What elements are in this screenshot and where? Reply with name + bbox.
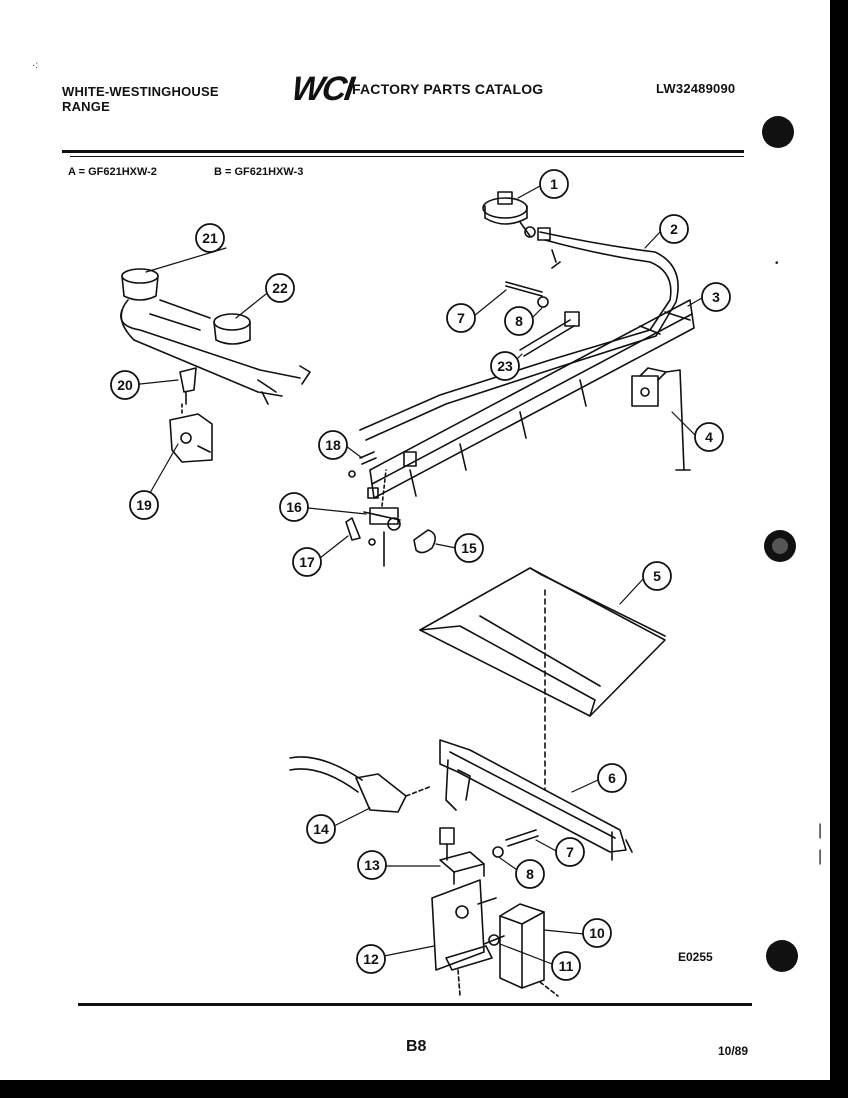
callout-10: 10 [582, 918, 612, 948]
part-baffle-drawing [419, 567, 666, 791]
callout-11: 11 [551, 951, 581, 981]
callout-label: 16 [286, 499, 302, 515]
callout-label: 5 [653, 568, 661, 584]
model-b-label: B = GF621HXW-3 [214, 166, 304, 178]
callout-1: 1 [539, 169, 569, 199]
callout-label: 22 [272, 280, 288, 296]
header-rule [62, 150, 744, 153]
callout-label: 18 [325, 437, 341, 453]
part-screw-drawing [483, 934, 559, 997]
brand-line-1: WHITE-WESTINGHOUSE [62, 84, 219, 99]
scan-speck: ·: [32, 60, 39, 71]
part-front-rail-drawing [369, 299, 695, 499]
callout-7-top: 7 [446, 303, 476, 333]
callout-13: 13 [357, 850, 387, 880]
part-lower-rail-drawing [439, 739, 633, 861]
leader-lines [139, 185, 703, 965]
callout-21: 21 [195, 223, 225, 253]
callout-label: 12 [363, 951, 379, 967]
part-valve-fittings-drawing [345, 451, 436, 567]
catalog-number: LW32489090 [656, 81, 736, 96]
part-clip-drawing [179, 367, 197, 405]
part-burner-assembly-drawing [120, 299, 311, 405]
callout-label: 7 [457, 310, 465, 326]
binder-hole-icon [766, 940, 798, 972]
part-electrode-lower-drawing [492, 829, 539, 858]
callout-19: 19 [129, 490, 159, 520]
part-burner-cap-drawing [121, 268, 159, 301]
callout-17: 17 [292, 547, 322, 577]
binder-hole-icon [764, 530, 796, 562]
part-cover-box-drawing [499, 903, 545, 989]
callout-label: 15 [461, 540, 477, 556]
callout-18: 18 [318, 430, 348, 460]
callout-12: 12 [356, 944, 386, 974]
callout-3: 3 [701, 282, 731, 312]
callout-label: 3 [712, 289, 720, 305]
catalog-title: FACTORY PARTS CATALOG [352, 81, 544, 97]
header-rule-thin [70, 156, 744, 157]
callout-label: 4 [705, 429, 713, 445]
model-a-label: A = GF621HXW-2 [68, 166, 157, 178]
callouts: 1 2 3 4 5 6 7 7 8 8 10 11 12 13 14 15 16… [110, 169, 731, 981]
callout-20: 20 [110, 370, 140, 400]
part-electrode-holder-drawing [439, 827, 485, 885]
callout-label: 19 [136, 497, 152, 513]
callout-label: 14 [313, 821, 329, 837]
scan-edge-bottom [0, 1080, 848, 1098]
callout-label: 21 [202, 230, 218, 246]
callout-label: 6 [608, 770, 616, 786]
callout-label: 1 [550, 176, 558, 192]
part-orifice-tube-drawing [519, 319, 575, 357]
part-igniter-drawing [289, 756, 433, 813]
binder-hole-icon [762, 116, 794, 148]
callout-23: 23 [490, 351, 520, 381]
callout-label: 2 [670, 221, 678, 237]
callout-15: 15 [454, 533, 484, 563]
part-ignition-switch-drawing [631, 367, 691, 471]
brand-heading: WHITE-WESTINGHOUSE RANGE [62, 84, 219, 114]
part-electrode-top-drawing [505, 281, 580, 327]
callout-label: 13 [364, 857, 380, 873]
page-number: B8 [406, 1038, 427, 1055]
part-manifold-pipe-drawing [359, 227, 679, 441]
callout-label: 8 [515, 313, 523, 329]
callout-label: 20 [117, 377, 133, 393]
brand-line-2: RANGE [62, 99, 110, 114]
callout-label: 23 [497, 358, 513, 374]
catalog-date: 10/89 [718, 1044, 749, 1058]
callout-4: 4 [694, 422, 724, 452]
diagram-code: E0255 [678, 950, 713, 964]
callout-6: 6 [597, 763, 627, 793]
edge-mark: | [818, 822, 823, 839]
callout-8-lower: 8 [515, 859, 545, 889]
callout-label: 11 [559, 958, 574, 974]
callout-7-lower: 7 [555, 837, 585, 867]
part-valve-drawing [482, 191, 536, 238]
scan-speck: • [775, 258, 779, 269]
callout-22: 22 [265, 273, 295, 303]
callout-2: 2 [659, 214, 689, 244]
callout-label: 17 [299, 554, 315, 570]
part-bracket-drawing [169, 403, 213, 463]
callout-label: 7 [566, 844, 574, 860]
part-mounting-plate-drawing [431, 879, 497, 997]
callout-label: 8 [526, 866, 534, 882]
callout-8-top: 8 [504, 306, 534, 336]
callout-14: 14 [306, 814, 336, 844]
callout-5: 5 [642, 561, 672, 591]
callout-label: 10 [589, 925, 605, 941]
edge-mark: | [818, 848, 823, 865]
callout-16: 16 [279, 492, 309, 522]
footer-rule [78, 1003, 752, 1006]
scan-edge-right [830, 0, 848, 1098]
